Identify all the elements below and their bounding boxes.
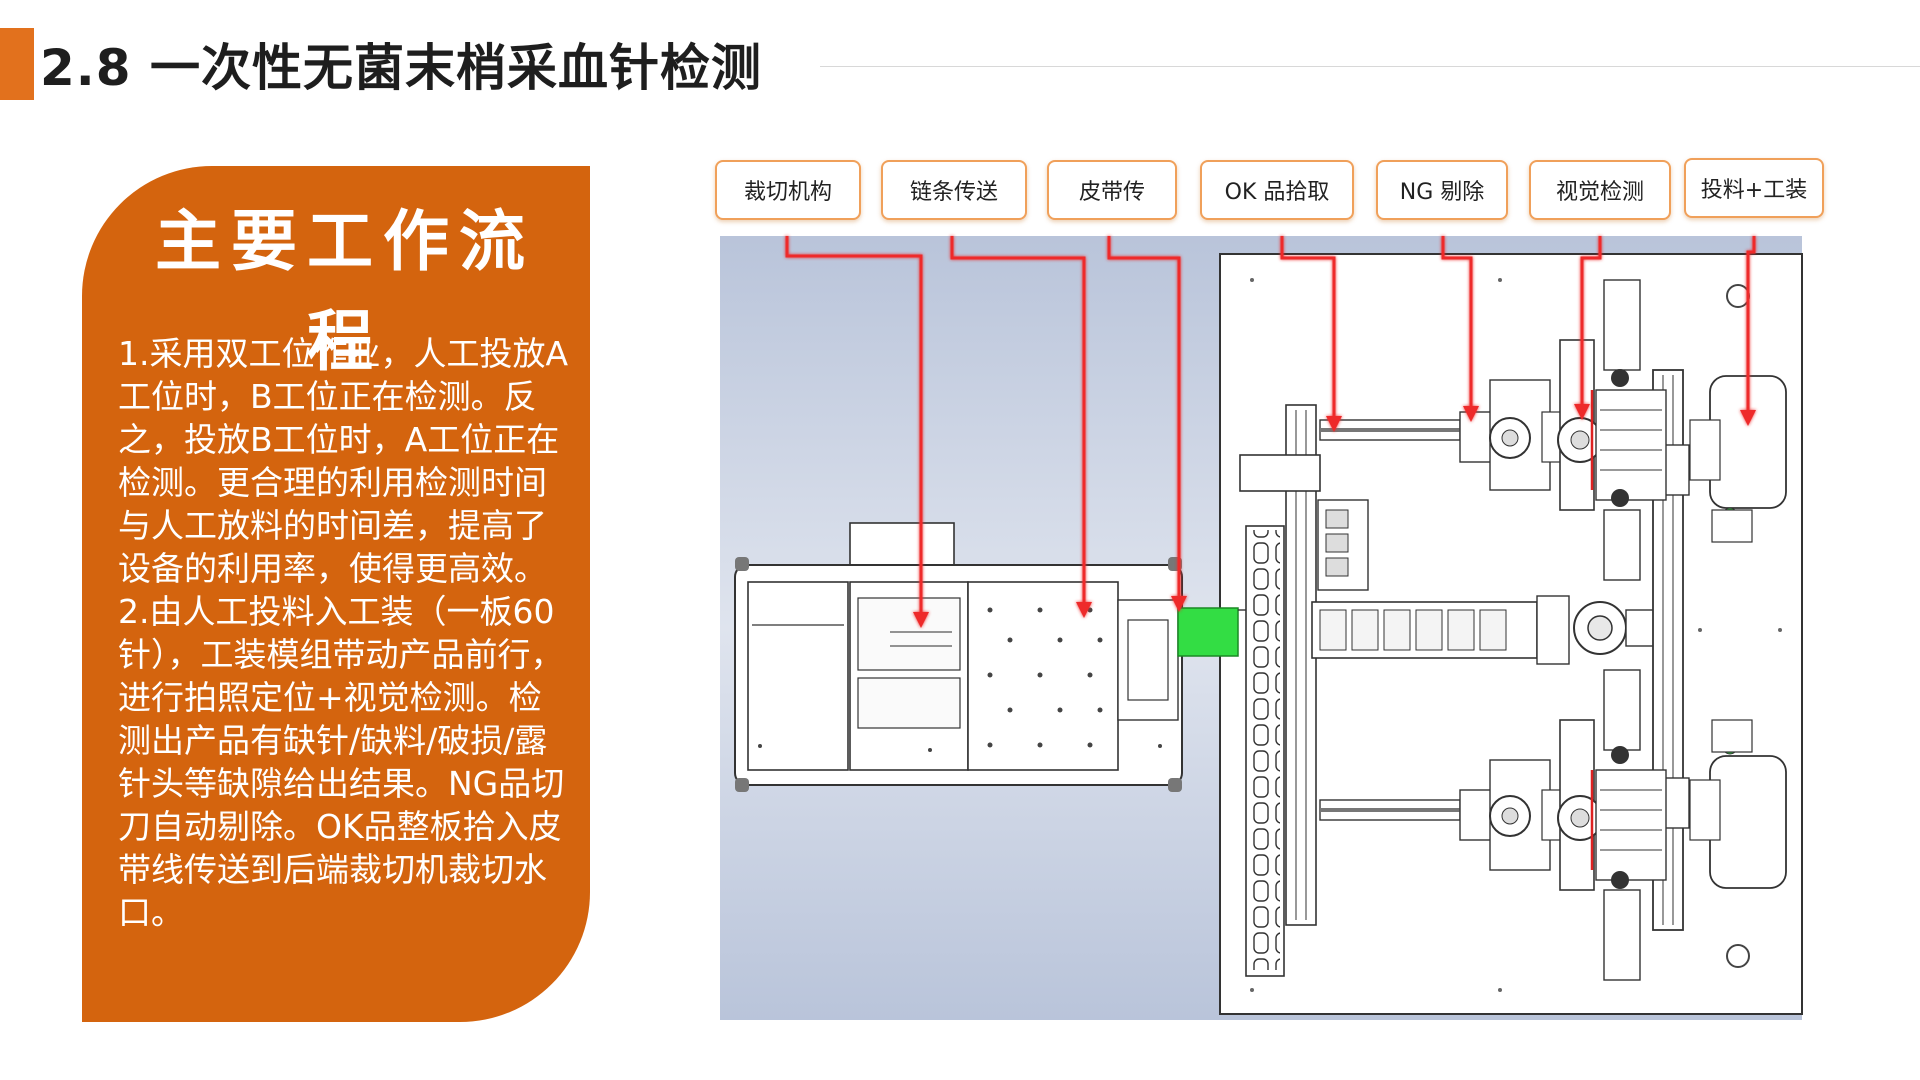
panel-title: 主要工作流程: [155, 203, 535, 380]
belt-conveyor: [1177, 607, 1239, 657]
label-belt-transfer: 皮带传: [1047, 160, 1177, 220]
machine-diagram: 裁切机构 链条传送 皮带传 OK 品拾取 NG 剔除 视觉检测 投料+工装: [700, 150, 1850, 1030]
machine-drawing: [720, 236, 1803, 1020]
workflow-paragraph-1: 1.采用双工位作业，人工投放A工位时，B工位正在检测。反之，投放B工位时，A工位…: [118, 334, 569, 588]
label-cutting-mechanism: 裁切机构: [715, 160, 861, 220]
bottom-station: [1319, 669, 1721, 981]
label-ok-pick: OK 品拾取: [1200, 160, 1354, 220]
label-vision-inspection: 视觉检测: [1529, 160, 1671, 220]
workflow-paragraph-2: 2.由人工投料入工装（一板60针），工装模组带动产品前行，进行拍照定位+视觉检测…: [118, 592, 565, 932]
title-divider: [820, 66, 1920, 67]
top-station: [1319, 279, 1721, 581]
page-title: 2.8 一次性无菌末梢采血针检测: [40, 39, 762, 97]
label-feeding-fixture: 投料+工装: [1684, 158, 1824, 218]
label-ng-remove: NG 剔除: [1376, 160, 1508, 220]
cutting-machine-hood: [849, 522, 955, 566]
label-chain-transfer: 链条传送: [881, 160, 1027, 220]
title-accent-bar: [0, 28, 34, 100]
workflow-panel: 主要工作流程 1.采用双工位作业，人工投放A工位时，B工位正在检测。反之，投放B…: [82, 166, 590, 1022]
pointer-arrows: [785, 236, 1756, 620]
feeding-fixture-bottom: [1709, 755, 1787, 889]
